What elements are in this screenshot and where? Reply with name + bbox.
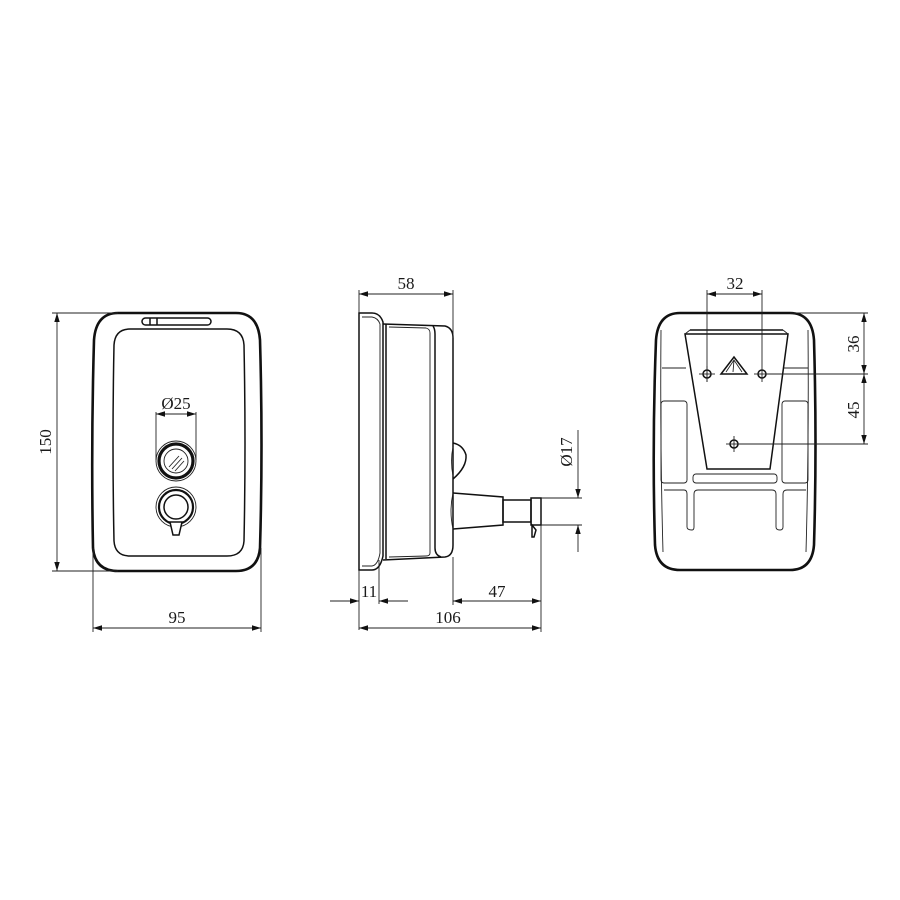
dim-hole-spacing: 32 [706,274,763,382]
back-view: 32 36 45 [652,274,868,572]
dim-label-height: 150 [36,429,55,455]
refill-slot [141,317,212,326]
dim-label-hole-spacing: 32 [727,274,744,293]
dim-label-back-plate: 11 [361,582,377,601]
dim-total-depth: 106 [359,608,541,631]
back-outer-shell [652,311,817,572]
dim-front-height: 150 [36,312,118,572]
push-button [155,486,197,536]
dim-window-diameter: Ø25 [155,394,197,460]
warning-triangle-icon [719,355,749,375]
mounting-bracket [684,329,789,470]
front-inner-panel [112,328,246,557]
level-window [155,440,197,482]
dim-label-nozzle-projection: 47 [489,582,507,601]
dim-label-top-to-holes: 36 [844,336,863,353]
side-window-bump [452,442,467,480]
dim-label-body-depth: 58 [398,274,415,293]
dim-vertical-holes: 36 45 [738,312,868,445]
front-view: Ø25 150 95 [36,311,263,632]
dim-nozzle-projection: 47 [452,525,542,632]
dim-label-nozzle-diameter: Ø17 [557,437,576,467]
dim-label-window-diameter: Ø25 [161,394,190,413]
dim-label-total-depth: 106 [435,608,461,627]
dim-nozzle-diameter: Ø17 [541,430,582,552]
dim-body-depth: 58 [358,274,454,338]
front-outer-shell [90,311,263,573]
dim-front-width: 95 [92,548,262,632]
dim-label-width: 95 [169,608,186,627]
dim-label-holes-to-lower: 45 [844,402,863,419]
side-view: 58 11 47 106 Ø17 [330,274,582,632]
side-back-flange [358,312,384,571]
dim-back-plate: 11 [330,560,408,630]
side-nozzle [450,492,542,538]
side-body [382,323,454,561]
